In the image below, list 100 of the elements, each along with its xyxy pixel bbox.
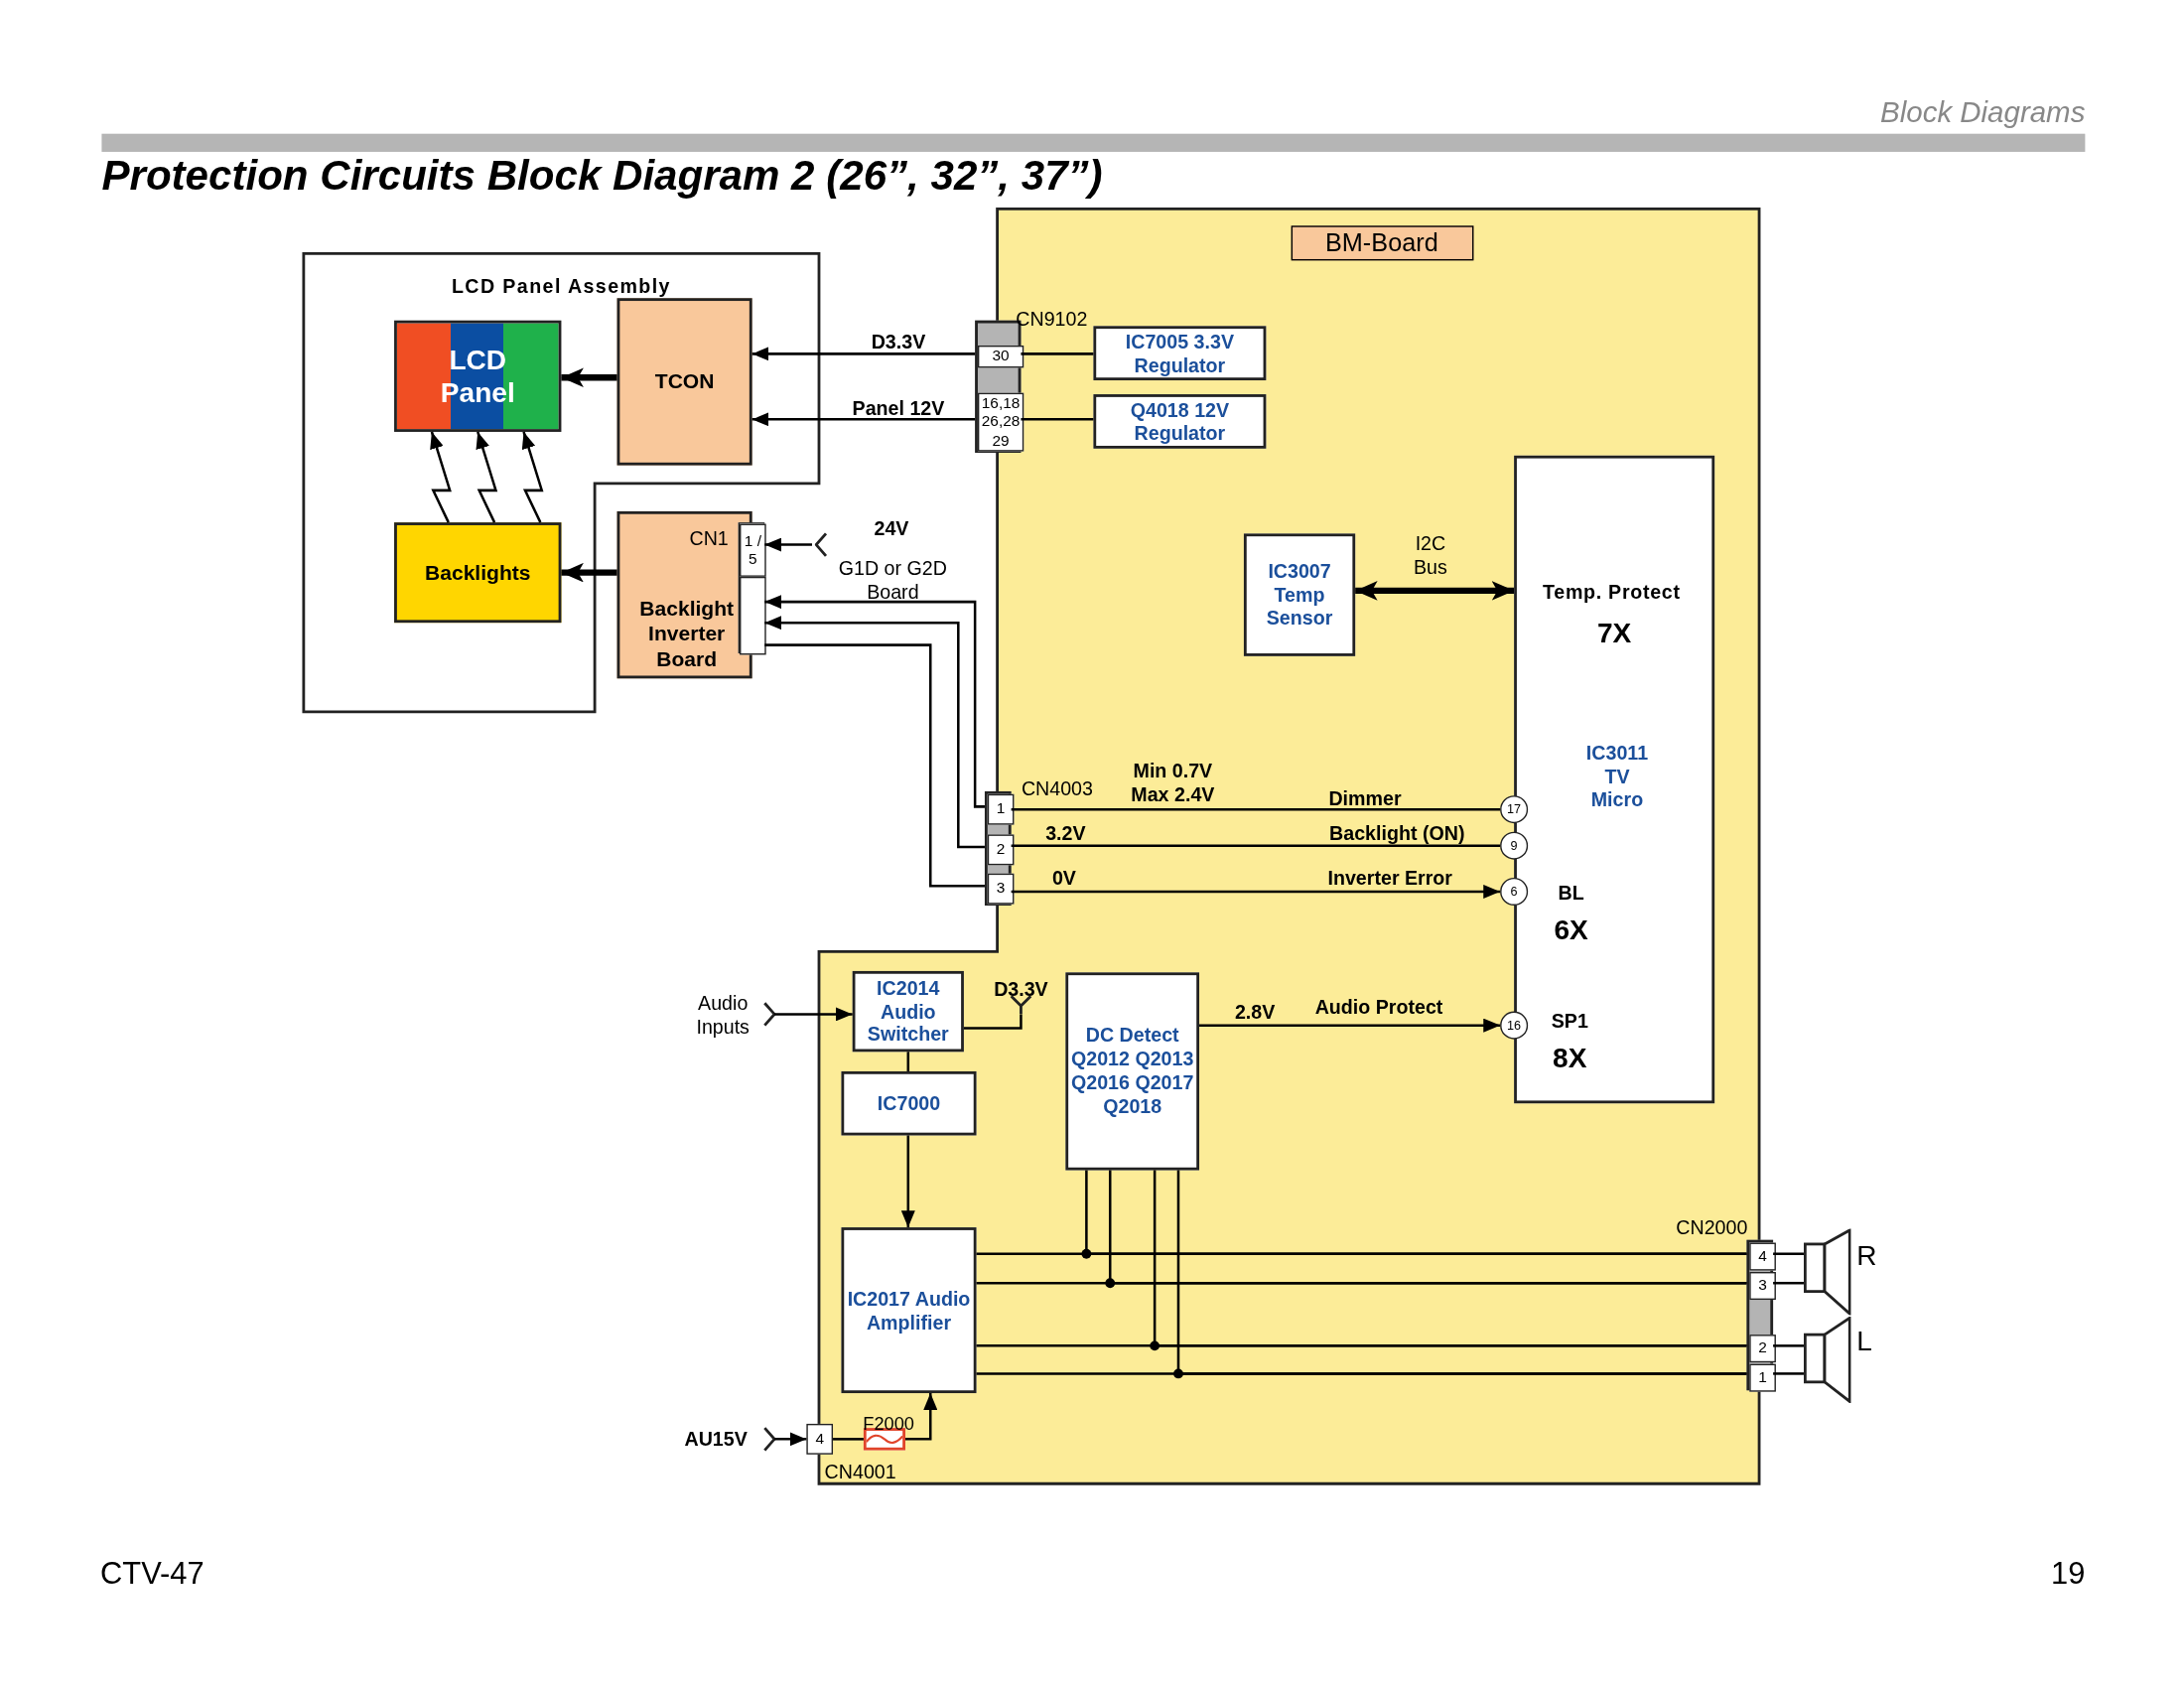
block-label: 7X — [1596, 616, 1633, 649]
pin-number: 17 — [1507, 801, 1522, 817]
pin-number: 4 — [815, 1430, 824, 1449]
block-label: D3.3V — [993, 977, 1049, 1002]
connector-label: CN4003 — [1020, 776, 1094, 801]
edge-label: Audio Protect — [1313, 995, 1444, 1020]
connector-pin — [1749, 1242, 1776, 1271]
arrow — [751, 412, 976, 427]
light-arrow — [521, 431, 544, 523]
light-arrow — [476, 431, 498, 523]
pin-number: 16 — [1507, 1018, 1522, 1034]
block-label: G1D or G2D Board — [837, 557, 948, 605]
assembly-outline — [303, 253, 819, 712]
connector-line — [764, 643, 985, 888]
block-label: Backlight Inverter Board — [638, 596, 736, 672]
connector-label: CN4001 — [824, 1460, 896, 1483]
pin-number: 2 — [1758, 1338, 1767, 1358]
pin-number: 1 / 5 — [743, 531, 762, 569]
connector-line — [1085, 1170, 1747, 1255]
ic-box — [841, 1227, 977, 1394]
connector-pin — [987, 793, 1015, 825]
connector-line — [1773, 1372, 1804, 1375]
block-label: Q4018 12V Regulator — [1129, 397, 1231, 445]
block-label: SP1 — [1550, 1010, 1589, 1034]
connector-line — [1021, 352, 1094, 355]
voltage-label: 0V — [1050, 866, 1077, 890]
connector-pin — [987, 834, 1015, 866]
block-label: LCD Panel Assembly — [450, 274, 672, 298]
block-label: IC3007 Temp Sensor — [1265, 559, 1334, 631]
voltage-label: 3.2V — [1044, 821, 1087, 845]
header-label: Block Diagrams — [1879, 94, 2086, 130]
connector-pin — [740, 523, 766, 577]
connector-pin — [738, 522, 765, 654]
ic-box — [852, 970, 964, 1053]
edge-label: Panel 12V — [851, 396, 946, 420]
footer-label: 19 — [2050, 1556, 2086, 1594]
arrow — [1011, 884, 1501, 899]
block-label: 24V — [873, 516, 910, 541]
arrow — [1355, 581, 1515, 601]
arrow — [764, 595, 985, 808]
block-label: IC7000 — [877, 1091, 941, 1115]
connector-pin — [1749, 1272, 1776, 1301]
block-label: Temp. Protect — [1542, 581, 1682, 605]
pin-number: 1 — [996, 799, 1006, 819]
connector-line — [1108, 1170, 1747, 1285]
block-label: IC2014 Audio Switcher — [866, 976, 950, 1047]
connector-line — [1773, 1281, 1804, 1285]
block-label: Backlights — [425, 560, 531, 586]
arrow — [561, 367, 617, 388]
block-label: Q2012 Q2013 Q2016 Q2017 Q2018 — [1069, 1048, 1195, 1119]
board-title-tab: BM-Board — [1290, 225, 1473, 261]
edge-label: D3.3V — [870, 329, 927, 353]
title: Protection Circuits Block Diagram 2 (26”, 32”, 37”) — [101, 150, 1103, 201]
voltage-label: Min 0.7V Max 2.4V — [1130, 759, 1216, 806]
connector-line — [1021, 418, 1094, 421]
edge-label: Inverter Error — [1326, 866, 1453, 890]
arrow — [900, 1135, 915, 1228]
block-label: IC3011 TV Micro — [1584, 741, 1650, 812]
connector-pin — [1749, 1363, 1776, 1392]
connector-pin — [740, 576, 766, 655]
block-label: TCON — [654, 368, 715, 395]
light-arrow — [430, 431, 452, 523]
pin-number: 6 — [1510, 884, 1518, 900]
connector-line — [1011, 844, 1501, 847]
block-label: IC2017 Audio Amplifier — [846, 1287, 972, 1335]
connector-line — [1176, 1170, 1747, 1375]
board-box — [616, 298, 752, 466]
pin-number: 30 — [992, 347, 1010, 366]
pin-number: 3 — [1758, 1276, 1767, 1296]
edge-label: I2C Bus — [1413, 531, 1448, 580]
pin-number: 3 — [996, 879, 1006, 899]
connector-pin — [1749, 1335, 1776, 1363]
connector-line — [833, 1438, 864, 1441]
arrow — [561, 562, 617, 583]
ic-box — [1093, 326, 1267, 381]
connector-line — [1773, 1252, 1804, 1255]
speaker-label: L — [1856, 1325, 1872, 1357]
footer-label: CTV-47 — [100, 1556, 205, 1594]
backlight-box — [394, 522, 562, 624]
pin-number: 9 — [1510, 838, 1518, 854]
connector-pin — [977, 345, 1024, 368]
block-label: IC7005 3.3V Regulator — [1124, 330, 1235, 377]
lcd-panel-block — [394, 320, 562, 432]
block-label: CN1 — [688, 526, 730, 550]
arrow — [764, 537, 812, 552]
block-label: 8X — [1552, 1041, 1588, 1074]
arrow — [774, 1007, 853, 1022]
ic-box — [1065, 972, 1200, 1171]
connector-label: CN9102 — [1015, 308, 1089, 332]
connector-line — [963, 1014, 1023, 1030]
pin-number: 4 — [1758, 1247, 1767, 1266]
arrow — [774, 1432, 807, 1447]
ic-box — [1093, 394, 1267, 449]
edge-label: Dimmer — [1327, 786, 1403, 810]
pin-number: 1 — [1758, 1368, 1767, 1387]
pin-number: 16,18 26,28 29 — [980, 394, 1022, 450]
ic-box — [1243, 533, 1356, 656]
arrow — [905, 1393, 938, 1441]
ic-box — [841, 1070, 977, 1136]
connector-line — [1011, 807, 1501, 811]
